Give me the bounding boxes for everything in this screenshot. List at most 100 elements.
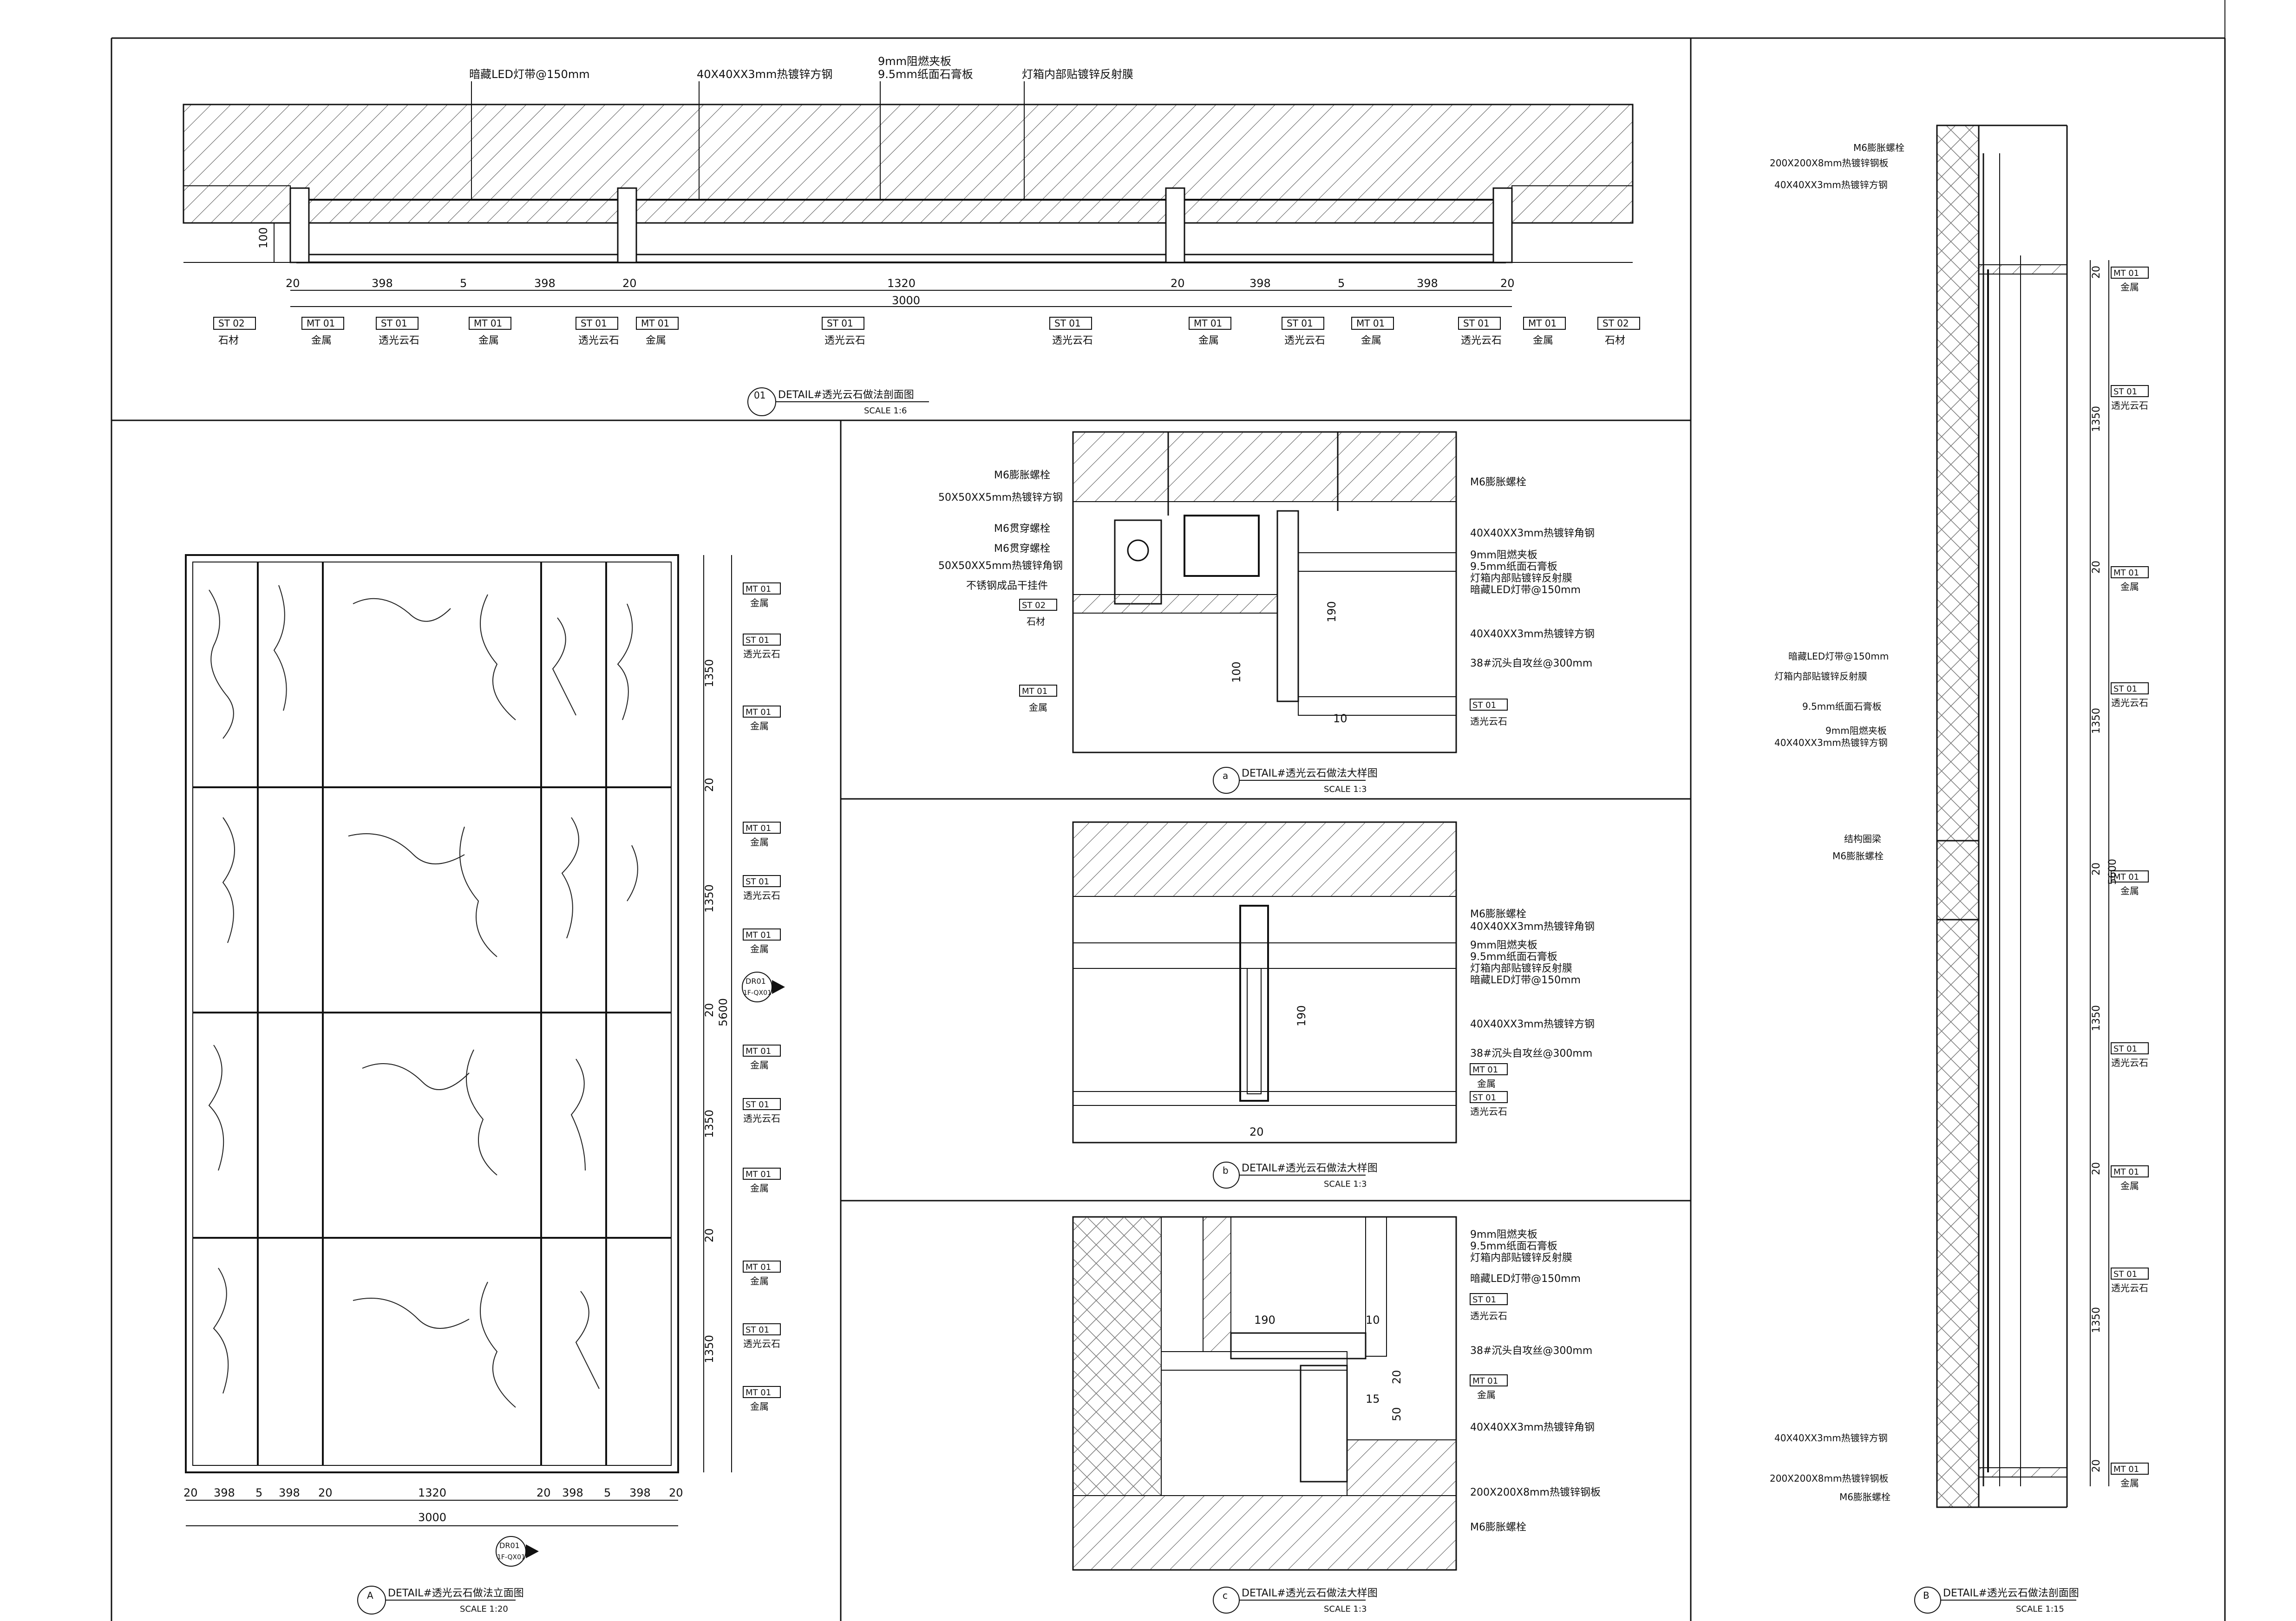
title-a-scale: SCALE 1:3 bbox=[1324, 784, 1367, 794]
tag-st01-c: ST 01 bbox=[827, 318, 853, 329]
tag-stone-c: 透光云石 bbox=[824, 335, 865, 346]
title-b-scale: SCALE 1:3 bbox=[1324, 1179, 1367, 1189]
dim-20-c: 20 bbox=[1171, 277, 1185, 290]
tag-st01-e: ST 01 bbox=[1287, 318, 1313, 329]
title-detail-01: 01 DETAIL#透光云石做法剖面图 SCALE 1:6 bbox=[747, 387, 929, 416]
tagA-stone-1: 透光云石 bbox=[743, 648, 780, 660]
title-detail-A: A DETAIL#透光云石做法立面图 SCALE 1:20 bbox=[357, 1586, 524, 1614]
B-dim-20-d: 20 bbox=[2091, 1162, 2102, 1175]
b-lbl-led: 暗藏LED灯带@150mm bbox=[1470, 974, 1581, 986]
tag-row-top: ST 02 石材 MT 01 金属 ST 01 透光云石 MT 01 金属 ST… bbox=[213, 317, 1640, 346]
c-dim-20: 20 bbox=[1390, 1370, 1403, 1384]
tagA-stone-3: 透光云石 bbox=[743, 1113, 780, 1124]
a-lbl-hang: 不锈钢成品干挂件 bbox=[966, 580, 1048, 592]
a-tag-stone: 透光云石 bbox=[1470, 716, 1507, 727]
title-detail-a: a DETAIL#透光云石做法大样图 SCALE 1:3 bbox=[1213, 767, 1378, 794]
tag-metal-a: 金属 bbox=[311, 335, 332, 346]
marble-veins bbox=[208, 585, 638, 1408]
title-a-num: a bbox=[1223, 770, 1228, 781]
dim-3000-top: 3000 bbox=[892, 294, 920, 307]
tag-stone-a: 透光云石 bbox=[379, 335, 419, 346]
tagA-stone-4: 透光云石 bbox=[743, 1338, 780, 1349]
tag-st01-b: ST 01 bbox=[581, 318, 607, 329]
c-tag-stone: 透光云石 bbox=[1470, 1310, 1507, 1321]
tagB-metal-5: 金属 bbox=[2120, 1477, 2139, 1489]
B-dim-1350-d: 1350 bbox=[2091, 1307, 2102, 1333]
tag-mt01-a: MT 01 bbox=[307, 318, 335, 329]
tagB-mt-4: MT 01 bbox=[2113, 1167, 2139, 1177]
dimA-398-b: 398 bbox=[279, 1486, 300, 1499]
tagA-mt-7: MT 01 bbox=[746, 1262, 771, 1272]
tagB-mt-5: MT 01 bbox=[2113, 1464, 2139, 1474]
tagB-metal-1: 金属 bbox=[2120, 281, 2139, 293]
tagB-metal-3: 金属 bbox=[2120, 885, 2139, 896]
tagA-metal-5: 金属 bbox=[750, 1059, 769, 1071]
tagB-mt-2: MT 01 bbox=[2113, 568, 2139, 578]
section-marker-bottom: DR01 1F-QX01 bbox=[496, 1536, 539, 1567]
c-lbl-plate: 200X200X8mm热镀锌钢板 bbox=[1470, 1487, 1601, 1498]
B-dim-20-a: 20 bbox=[2091, 266, 2102, 279]
tagA-metal-4: 金属 bbox=[750, 943, 769, 954]
tagB-stone-3: 透光云石 bbox=[2111, 1057, 2148, 1068]
c-tag-mt01: MT 01 bbox=[1472, 1376, 1498, 1386]
tag-metal-d: 金属 bbox=[1198, 335, 1219, 346]
detail-c: 190 10 20 15 50 9mm阻燃夹板 9.5mm纸面石膏板 灯箱内部贴… bbox=[1072, 1216, 1601, 1614]
title-c-name: DETAIL#透光云石做法大样图 bbox=[1242, 1588, 1378, 1599]
title-A-scale: SCALE 1:20 bbox=[460, 1604, 508, 1614]
tag-mt01-e: MT 01 bbox=[1356, 318, 1385, 329]
B-lbl-plate-top: 200X200X8mm热镀锌钢板 bbox=[1770, 157, 1888, 169]
tag-metal-f: 金属 bbox=[1533, 335, 1553, 346]
B-lbl-film: 灯箱内部贴镀锌反射膜 bbox=[1774, 671, 1867, 682]
tagA-metal-6: 金属 bbox=[750, 1183, 769, 1194]
c-tag-metal: 金属 bbox=[1477, 1389, 1496, 1400]
dimA-1350-a: 1350 bbox=[703, 659, 716, 687]
dimA-398-c: 398 bbox=[562, 1486, 583, 1499]
tagA-mt-2: MT 01 bbox=[746, 707, 771, 717]
tagA-mt-8: MT 01 bbox=[746, 1388, 771, 1398]
c-lbl-screw: 38#沉头自攻丝@300mm bbox=[1470, 1345, 1592, 1357]
tag-mt01-b: MT 01 bbox=[474, 318, 502, 329]
dimA-5600: 5600 bbox=[717, 998, 730, 1026]
dim-5-b: 5 bbox=[1338, 277, 1345, 290]
tagA-mt-5: MT 01 bbox=[746, 1046, 771, 1056]
label-film-top: 灯箱内部贴镀锌反射膜 bbox=[1022, 68, 1133, 81]
tag-stone-d: 透光云石 bbox=[1052, 335, 1093, 346]
b-tag-mt01: MT 01 bbox=[1472, 1065, 1498, 1075]
dimA-398-d: 398 bbox=[629, 1486, 651, 1499]
b-lbl-m6: M6膨胀螺栓 bbox=[1470, 909, 1526, 920]
marker-bottom-sub: 1F-QX01 bbox=[497, 1554, 525, 1561]
dimA-1350-b: 1350 bbox=[703, 884, 716, 913]
dimA-1320: 1320 bbox=[418, 1486, 446, 1499]
tagB-st-4: ST 01 bbox=[2113, 1269, 2137, 1279]
a-tag-metal: 金属 bbox=[1029, 702, 1047, 713]
tagA-metal-3: 金属 bbox=[750, 837, 769, 848]
tag-mt01-f: MT 01 bbox=[1528, 318, 1557, 329]
marker-bottom-code: DR01 bbox=[499, 1541, 520, 1550]
tag-st02-right: ST 02 bbox=[1603, 318, 1629, 329]
B-dim-20-b: 20 bbox=[2091, 561, 2102, 574]
dimA-20-v2: 20 bbox=[703, 1003, 716, 1017]
tag-st01-d: ST 01 bbox=[1054, 318, 1081, 329]
title-A-num: A bbox=[367, 1590, 373, 1601]
tagB-stone-1: 透光云石 bbox=[2111, 400, 2148, 411]
dim-20-a: 20 bbox=[286, 277, 300, 290]
a-tag-st02: ST 02 bbox=[1022, 601, 1046, 610]
c-lbl-film: 灯箱内部贴镀锌反射膜 bbox=[1470, 1252, 1572, 1264]
tagB-st-2: ST 01 bbox=[2113, 684, 2137, 694]
title-B-name: DETAIL#透光云石做法剖面图 bbox=[1943, 1588, 2079, 1599]
tag-metal-e: 金属 bbox=[1361, 335, 1381, 346]
marker-right-sub: 1F-QX01 bbox=[743, 989, 772, 997]
detail-a: 190 100 10 M6膨胀螺栓 50X50XX5mm热镀锌方钢 M6贯穿螺栓… bbox=[938, 431, 1595, 794]
detail-01-section: 100 20 398 5 398 20 1320 20 398 5 398 20… bbox=[183, 55, 1640, 416]
tag-st01-f: ST 01 bbox=[1463, 318, 1490, 329]
tagA-stone-2: 透光云石 bbox=[743, 890, 780, 901]
a-dim-190: 190 bbox=[1325, 601, 1338, 622]
tag-rock-right: 石材 bbox=[1605, 335, 1625, 346]
dim-5-a: 5 bbox=[460, 277, 467, 290]
tagA-mt-6: MT 01 bbox=[746, 1170, 771, 1179]
label-gyp-top: 9.5mm纸面石膏板 bbox=[878, 68, 973, 81]
dim-100-top: 100 bbox=[257, 227, 270, 248]
dim-1320: 1320 bbox=[887, 277, 916, 290]
dim-398-d: 398 bbox=[1417, 277, 1438, 290]
